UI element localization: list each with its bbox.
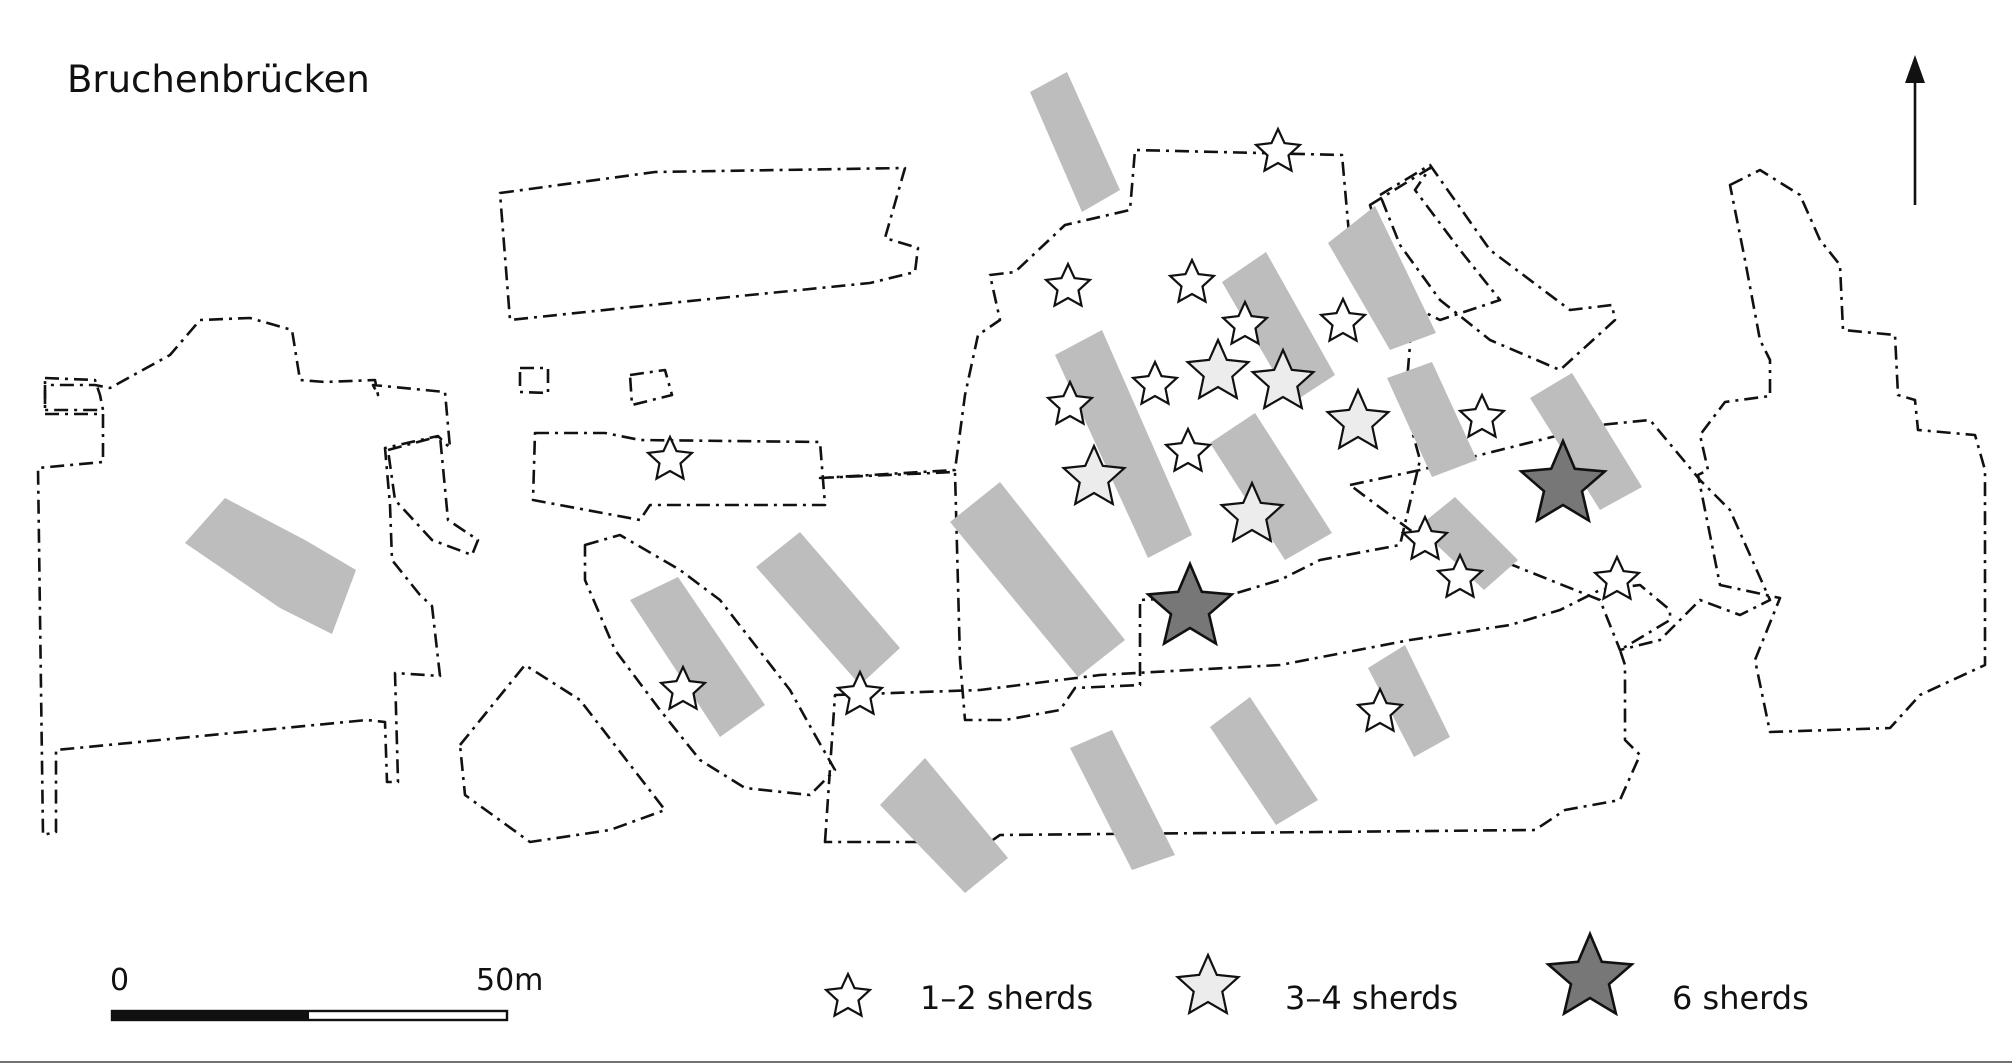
- longhouse: [1210, 413, 1332, 560]
- sherd-star-1-2: [835, 669, 885, 716]
- longhouse: [1368, 645, 1450, 757]
- longhouse: [630, 577, 765, 737]
- sherd-star-1-2: [1163, 426, 1213, 473]
- longhouse: [185, 498, 356, 634]
- trench-outline-east-overlap: [1368, 166, 1502, 322]
- trench-outline-diagonal-a: [583, 533, 837, 797]
- sherd-star-3-4: [1061, 443, 1127, 507]
- sherd-star-3-4: [1325, 387, 1391, 451]
- longhouse: [1328, 206, 1436, 350]
- scale-end-label: 50m: [476, 963, 543, 998]
- longhouse: [756, 532, 900, 685]
- sherd-star-1-2: [1457, 392, 1507, 439]
- north-arrow-icon: [1905, 55, 1925, 205]
- sherd-star-1-2: [1253, 126, 1303, 173]
- scale-start-label: 0: [110, 963, 129, 998]
- sherd-star-1-2: [645, 434, 695, 481]
- longhouse: [1387, 362, 1477, 477]
- sherd-star-1-2: [1130, 359, 1180, 406]
- trench-outlines: [36, 148, 1987, 844]
- legend-item-3-4: 3–4 sherds: [1175, 952, 1458, 1017]
- trench-outline-central-small: [531, 431, 827, 522]
- star-icon: [1175, 952, 1241, 1016]
- longhouse: [1210, 697, 1318, 825]
- sherd-star-3-4: [1185, 337, 1251, 401]
- sherd-star-1-2: [658, 664, 708, 711]
- sherd-star-1-2: [823, 971, 873, 1018]
- trench-outline-diagonal-b: [458, 663, 667, 844]
- sherd-star-1-2: [1592, 554, 1642, 601]
- star-icon: [823, 971, 873, 1018]
- sherd-star-6: [1145, 560, 1235, 647]
- sherd-star-1-2: [1435, 552, 1485, 599]
- longhouses: [185, 72, 1642, 893]
- trench-outline-west: [36, 316, 452, 837]
- trench-outline-strip: [386, 434, 480, 557]
- sherd-star-3-4: [1175, 952, 1241, 1016]
- sherd-star-6: [1518, 437, 1608, 524]
- legend: 1–2 sherds 3–4 sherds 6 sherds: [823, 930, 1809, 1018]
- sherd-star-3-4: [1219, 480, 1285, 544]
- legend-label: 3–4 sherds: [1285, 979, 1458, 1017]
- longhouse: [950, 482, 1125, 677]
- sherd-star-1-2: [1167, 257, 1217, 304]
- sherd-star-1-2: [1043, 261, 1093, 308]
- longhouse: [1030, 72, 1120, 212]
- legend-item-6: 6 sherds: [1545, 930, 1809, 1017]
- legend-item-1-2: 1–2 sherds: [823, 971, 1093, 1018]
- star-icon: [1545, 930, 1635, 1017]
- sherd-star-1-2: [1400, 514, 1450, 561]
- longhouse: [1055, 330, 1192, 558]
- scale-bar: 0 50m: [110, 963, 543, 1022]
- trench-outline-south: [823, 583, 1672, 844]
- trench-outline-small-west: [43, 376, 105, 412]
- longhouse: [1530, 373, 1642, 510]
- sherd-markers: [645, 126, 1642, 733]
- trench-outline-far-east: [1696, 168, 1987, 734]
- trench-outline-center: [818, 148, 1422, 722]
- longhouse: [880, 758, 1008, 893]
- sherd-star-1-2: [1045, 379, 1095, 426]
- longhouse: [1418, 497, 1518, 590]
- trench-outline-small-box: [628, 368, 674, 407]
- trench-outline-east-wedge: [1378, 163, 1617, 372]
- trench-outline-north: [498, 166, 920, 322]
- sherd-star-1-2: [1220, 299, 1270, 346]
- longhouse: [1222, 252, 1335, 403]
- longhouse: [1070, 730, 1175, 870]
- trench-outline-tiny: [518, 366, 550, 395]
- sherd-star-1-2: [1355, 686, 1405, 733]
- sherd-star-1-2: [1318, 296, 1368, 343]
- sherd-star-6: [1545, 930, 1635, 1017]
- legend-label: 6 sherds: [1672, 979, 1809, 1017]
- legend-label: 1–2 sherds: [920, 979, 1093, 1017]
- sherd-star-3-4: [1250, 347, 1316, 411]
- site-title: Bruchenbrücken: [67, 58, 370, 101]
